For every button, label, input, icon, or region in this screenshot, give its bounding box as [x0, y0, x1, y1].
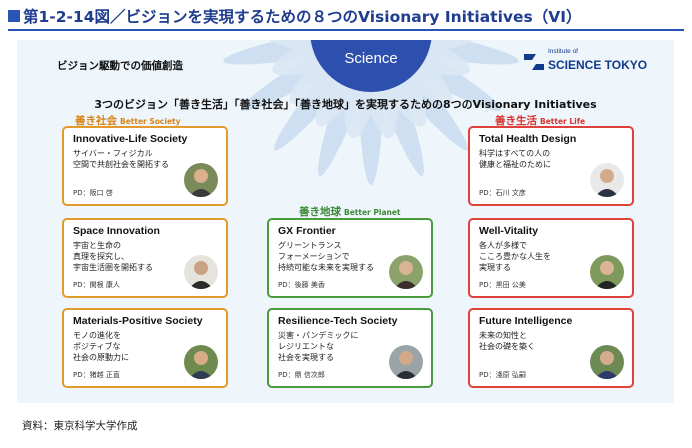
card-pd: PD：鼎 信次郎	[278, 371, 325, 379]
card-title: Space Innovation	[73, 225, 160, 237]
card-pd: PD：黒田 公美	[479, 281, 526, 289]
portrait-avatar	[184, 163, 218, 197]
card-description: グリーントランスフォーメーションで持続可能な未来を実現する	[278, 241, 374, 272]
portrait-avatar	[389, 345, 423, 379]
card-pd: PD：淺原 弘嗣	[479, 371, 526, 379]
figure-panel: Science ビジョン駆動での価値創造 Institute of SCIENC…	[17, 40, 674, 403]
card-description: 災害・パンデミックにレジリエントな社会を実現する	[278, 331, 359, 362]
initiatives-subtitle: 3つのビジョン「善き生活」「善き社会」「善き地球」を実現するための8つのVisi…	[94, 98, 597, 111]
science-tokyo-logo-icon	[524, 54, 544, 70]
card-pd: PD：猪越 正直	[73, 371, 120, 379]
card-description: 各人が多様でこころ豊かな人生を実現する	[479, 241, 551, 272]
card-title: GX Frontier	[278, 225, 336, 237]
card-title: Future Intelligence	[479, 315, 573, 327]
portrait-avatar	[184, 255, 218, 289]
card-title: Well-Vitality	[479, 225, 539, 237]
initiative-card: Space Innovation 宇宙と生命の真理を探究し、宇宙生活圏を開拓する…	[62, 218, 228, 298]
initiative-card: Resilience-Tech Society 災害・パンデミックにレジリエント…	[267, 308, 433, 388]
card-pd: PD：後藤 美香	[278, 281, 325, 289]
card-pd: PD：石川 文彦	[479, 189, 526, 197]
initiative-card: Innovative-Life Society サイバー・フィジカル空間で共創社…	[62, 126, 228, 206]
source-note: 資料：東京科学大学作成	[22, 420, 138, 432]
portrait-avatar	[590, 345, 624, 379]
card-description: モノの進化をポジティブな社会の原動力に	[73, 331, 129, 362]
initiative-card: Future Intelligence 未来の知性と社会の礎を築く PD：淺原 …	[468, 308, 634, 388]
initiative-card: Materials-Positive Society モノの進化をポジティブな社…	[62, 308, 228, 388]
logo-small-text: Institute of	[548, 48, 578, 55]
card-title: Innovative-Life Society	[73, 133, 188, 145]
initiative-card: GX Frontier グリーントランスフォーメーションで持続可能な未来を実現す…	[267, 218, 433, 298]
card-description: サイバー・フィジカル空間で共創社会を開拓する	[73, 149, 169, 169]
card-pd: PD：関根 康人	[73, 281, 120, 289]
science-label: Science	[344, 50, 398, 67]
title-divider	[8, 29, 684, 31]
card-description: 宇宙と生命の真理を探究し、宇宙生活圏を開拓する	[73, 241, 153, 272]
card-pd: PD：阪口 啓	[73, 189, 113, 197]
card-title: Materials-Positive Society	[73, 315, 203, 327]
card-title: Total Health Design	[479, 133, 577, 145]
title-square-icon	[8, 10, 20, 22]
portrait-avatar	[184, 345, 218, 379]
portrait-avatar	[389, 255, 423, 289]
page-title-text: 第1-2-14図／ビジョンを実現するための８つのVisionary Initia…	[23, 8, 582, 26]
vision-driven-label: ビジョン駆動での価値創造	[57, 60, 183, 72]
page-title: 第1-2-14図／ビジョンを実現するための８つのVisionary Initia…	[8, 5, 582, 27]
card-description: 科学はすべての人の健康と福祉のために	[479, 149, 551, 169]
portrait-avatar	[590, 255, 624, 289]
card-description: 未来の知性と社会の礎を築く	[479, 331, 535, 351]
card-title: Resilience-Tech Society	[278, 315, 398, 327]
initiative-card: Well-Vitality 各人が多様でこころ豊かな人生を実現する PD：黒田 …	[468, 218, 634, 298]
portrait-avatar	[590, 163, 624, 197]
initiative-card: Total Health Design 科学はすべての人の健康と福祉のために P…	[468, 126, 634, 206]
logo-wordmark: SCIENCE TOKYO	[548, 58, 648, 72]
